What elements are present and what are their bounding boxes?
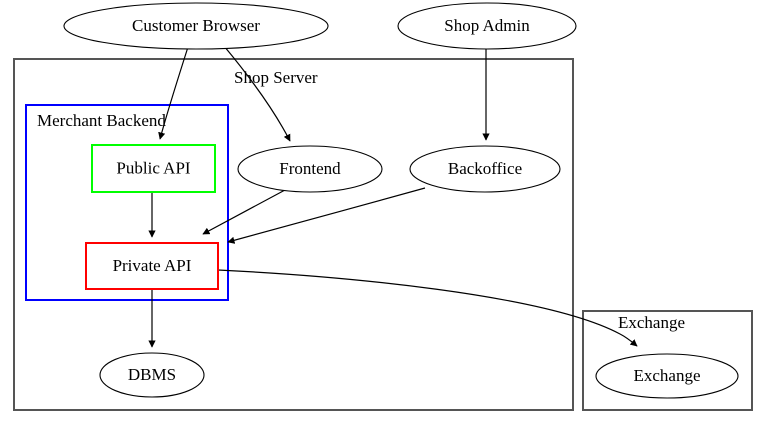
edges-layer — [148, 45, 638, 348]
private-api-label: Private API — [113, 256, 192, 275]
backoffice-ellipse[interactable] — [409, 145, 561, 193]
cluster-merchant-backend-border — [25, 104, 229, 301]
cluster-shop-server-label: Shop Server — [234, 68, 318, 87]
shop-admin-ellipse[interactable] — [397, 2, 577, 50]
node-frontend[interactable]: Frontend — [237, 145, 383, 193]
dbms-label: DBMS — [128, 365, 176, 384]
edge-backoffice-to-private-api — [227, 187, 426, 244]
shop-admin-label: Shop Admin — [444, 16, 530, 35]
public-api-box[interactable] — [91, 144, 216, 193]
frontend-ellipse[interactable] — [237, 145, 383, 193]
exchange-ellipse[interactable] — [595, 353, 739, 399]
edge-frontend-to-private-api — [202, 189, 286, 235]
customer-browser-ellipse[interactable] — [63, 2, 329, 50]
dbms-ellipse[interactable] — [99, 352, 205, 398]
node-shop-admin[interactable]: Shop Admin — [397, 2, 577, 50]
node-dbms[interactable]: DBMS — [99, 352, 205, 398]
edge-customer-browser-to-frontend — [223, 45, 291, 142]
cluster-exchange-label: Exchange — [618, 313, 685, 332]
public-api-label: Public API — [116, 158, 190, 177]
cluster-shop-server-border — [13, 58, 574, 411]
edge-private-api-to-exchange — [217, 269, 638, 347]
edge-customer-browser-to-public-api — [158, 46, 189, 140]
customer-browser-label: Customer Browser — [132, 16, 260, 35]
node-backoffice[interactable]: Backoffice — [409, 145, 561, 193]
node-private-api[interactable]: Private API — [85, 242, 219, 290]
cluster-exchange-border — [582, 310, 753, 411]
private-api-box[interactable] — [85, 242, 219, 290]
backoffice-label: Backoffice — [448, 159, 522, 178]
node-exchange[interactable]: Exchange — [595, 353, 739, 399]
cluster-merchant-backend: Merchant Backend — [25, 104, 229, 301]
exchange-label: Exchange — [633, 366, 700, 385]
frontend-label: Frontend — [279, 159, 341, 178]
node-customer-browser[interactable]: Customer Browser — [63, 2, 329, 50]
node-public-api[interactable]: Public API — [91, 144, 216, 193]
cluster-merchant-backend-label: Merchant Backend — [37, 111, 166, 130]
cluster-exchange: Exchange — [582, 310, 753, 411]
cluster-shop-server: Shop Server — [13, 58, 574, 411]
